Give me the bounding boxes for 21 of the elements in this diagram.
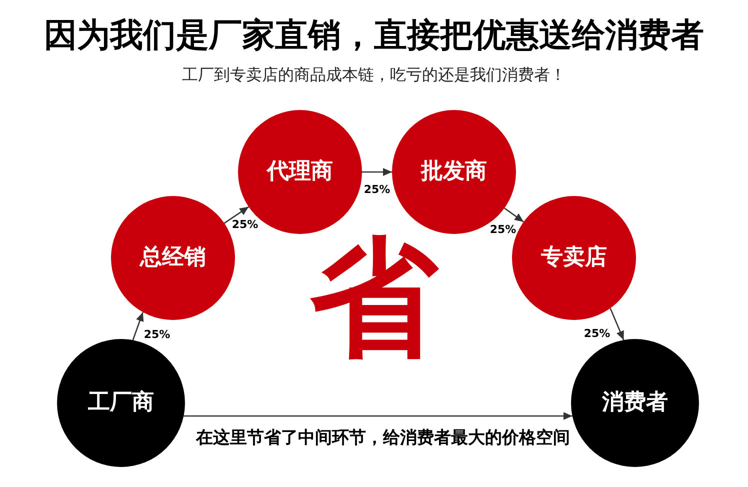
edge-label: 25% — [144, 329, 170, 341]
arrow — [610, 308, 624, 340]
edge-label: 25% — [584, 328, 610, 340]
edge-label: 在这里节省了中间环节，给消费者最大的价格空间 — [196, 428, 570, 448]
edge-label: 25% — [364, 184, 390, 196]
subtitle: 工厂到专卖店的商品成本链，吃亏的还是我们消费者！ — [182, 64, 566, 86]
arrow — [362, 168, 392, 176]
arrow — [132, 312, 144, 340]
node-label: 工厂商 — [88, 390, 154, 416]
arrow — [224, 206, 250, 224]
title: 因为我们是厂家直销，直接把优惠送给消费者 — [44, 14, 704, 56]
edge-label: 25% — [232, 219, 258, 231]
arrow — [504, 208, 524, 222]
node-label: 代理商 — [267, 159, 333, 185]
node-label: 批发商 — [421, 159, 487, 185]
arrow — [184, 412, 572, 420]
node-label: 消费者 — [602, 390, 668, 416]
large-character: 省 — [310, 224, 438, 374]
node-label: 总经销 — [140, 245, 206, 271]
node-label: 专卖店 — [541, 245, 607, 271]
edge-label: 25% — [490, 224, 516, 236]
